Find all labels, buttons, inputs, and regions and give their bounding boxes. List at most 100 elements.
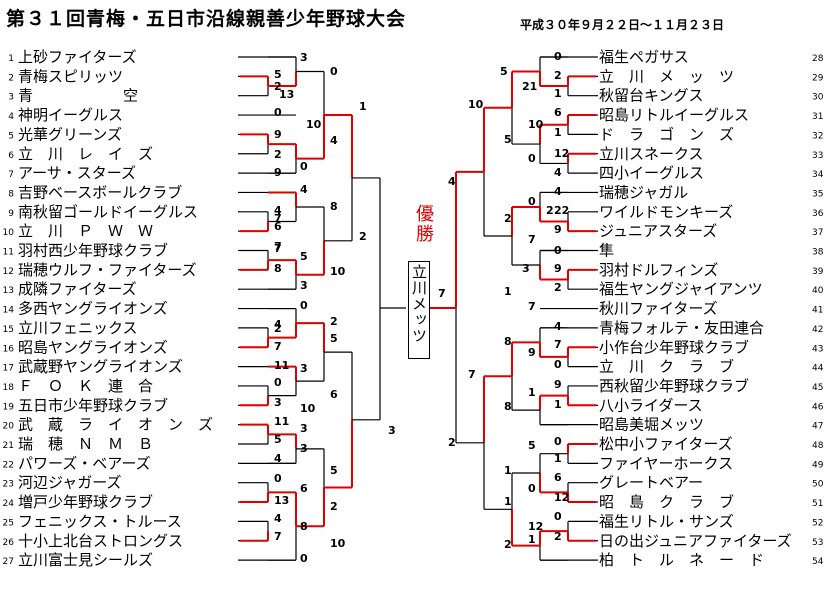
team-number: 19 bbox=[3, 402, 15, 412]
score-label: 0 bbox=[274, 106, 282, 119]
score-label: 10 bbox=[300, 402, 316, 415]
team-name: 立川スネークス bbox=[599, 145, 704, 163]
team-name: 昭島リトルイーグルス bbox=[599, 106, 749, 124]
team-name: グレートベアー bbox=[599, 474, 703, 492]
score-label: 2 bbox=[554, 281, 562, 294]
team-name: ジュニアスターズ bbox=[599, 222, 717, 240]
team-name: ワイルドモンキーズ bbox=[599, 203, 733, 221]
team-name: 立川富士見シールズ bbox=[18, 551, 153, 569]
team-name: 西秋留少年野球クラブ bbox=[599, 377, 749, 395]
score-label: 8 bbox=[504, 400, 512, 413]
team-number: 54 bbox=[812, 557, 824, 567]
score-label: 9 bbox=[274, 166, 282, 179]
team-number: 47 bbox=[812, 422, 823, 432]
score-label: 0 bbox=[554, 358, 562, 371]
team-number: 26 bbox=[3, 538, 15, 548]
team-name: 隼 bbox=[599, 242, 614, 260]
team-name: 立川フェニックス bbox=[18, 319, 138, 337]
score-label: 6 bbox=[554, 106, 562, 119]
team-name: 南秋留ゴールドイーグルス bbox=[18, 203, 198, 221]
team-name: 秋川ファイターズ bbox=[599, 300, 718, 318]
score-label: 1 bbox=[504, 495, 512, 508]
score-label: 9 bbox=[554, 378, 562, 391]
score-label: 5 bbox=[300, 250, 308, 263]
score-label: 9 bbox=[274, 128, 282, 141]
score-label: 2 bbox=[330, 500, 338, 513]
team-name: 成隣ファイターズ bbox=[18, 280, 137, 298]
team-name: 福生ペガサス bbox=[599, 48, 689, 66]
team-number: 12 bbox=[3, 267, 14, 277]
score-label: 4 bbox=[274, 204, 282, 217]
team-number: 40 bbox=[812, 286, 824, 296]
score-label: 4 bbox=[274, 452, 282, 465]
score-label: 2 bbox=[554, 530, 562, 543]
team-number: 14 bbox=[3, 306, 15, 316]
team-name: 武蔵野ヤングライオンズ bbox=[18, 358, 183, 376]
score-label: 11 bbox=[274, 415, 289, 428]
score-label: 2 bbox=[448, 436, 456, 449]
score-label: 3 bbox=[300, 362, 308, 375]
score-label: 4 bbox=[300, 183, 308, 196]
score-label: 9 bbox=[554, 223, 562, 236]
team-name: 羽村ドルフィンズ bbox=[599, 261, 718, 279]
score-label: 8 bbox=[504, 335, 512, 348]
score-label: 11 bbox=[274, 359, 289, 372]
team-name: ド ラ ゴ ン ズ bbox=[599, 125, 734, 143]
score-label: 2 bbox=[554, 69, 562, 82]
score-label: 7 bbox=[468, 368, 476, 381]
score-label: 2 bbox=[546, 204, 554, 217]
team-number: 8 bbox=[8, 189, 14, 199]
score-label: 10 bbox=[528, 118, 544, 131]
team-number: 21 bbox=[3, 441, 14, 451]
team-number: 31 bbox=[812, 112, 823, 122]
team-name: 日の出ジュニアファイターズ bbox=[599, 532, 792, 550]
team-number: 41 bbox=[812, 306, 823, 316]
team-number: 32 bbox=[812, 131, 823, 141]
champion-label: 優勝 bbox=[413, 204, 434, 244]
team-name: パワーズ・ベアーズ bbox=[18, 454, 151, 472]
team-number: 48 bbox=[812, 441, 824, 451]
winner-name: 立川メッツ bbox=[410, 264, 428, 344]
team-name: 光華グリーンズ bbox=[18, 125, 122, 143]
team-number: 36 bbox=[812, 209, 824, 219]
team-name: 立 川 メ ッ ツ bbox=[599, 67, 734, 85]
team-number: 35 bbox=[812, 189, 823, 199]
team-number: 23 bbox=[3, 480, 14, 490]
score-label: 12 bbox=[528, 520, 543, 533]
team-number: 44 bbox=[812, 364, 824, 374]
team-number: 24 bbox=[3, 499, 15, 509]
team-name: アーサ・スターズ bbox=[18, 164, 136, 182]
score-label: 1 bbox=[554, 126, 562, 139]
score-label: 2 bbox=[504, 538, 512, 551]
team-name: 福生リトル・サンズ bbox=[599, 512, 734, 530]
score-label: 4 bbox=[554, 166, 562, 179]
team-name: 立 川 Ｐ Ｗ Ｗ bbox=[18, 222, 153, 240]
score-label: 5 bbox=[330, 332, 338, 345]
team-name: 八小ライダース bbox=[599, 396, 703, 414]
score-label: 13 bbox=[274, 494, 289, 507]
team-name: 武 蔵 ラ イ オ ン ズ bbox=[18, 416, 213, 434]
team-name: 松中小ファイターズ bbox=[599, 435, 733, 453]
team-number: 33 bbox=[812, 151, 823, 161]
team-number: 43 bbox=[812, 344, 823, 354]
team-number: 27 bbox=[3, 557, 14, 567]
score-label: 0 bbox=[274, 376, 282, 389]
score-label: 7 bbox=[528, 300, 536, 313]
team-number: 15 bbox=[3, 325, 14, 335]
score-label: 21 bbox=[522, 80, 537, 93]
team-number: 42 bbox=[812, 325, 823, 335]
score-label: 2 bbox=[274, 80, 282, 93]
team-name: 青梅スピリッツ bbox=[18, 67, 123, 85]
team-name: 青 空 bbox=[18, 87, 138, 105]
team-name: 昭 島 ク ラ ブ bbox=[599, 493, 734, 511]
score-label: 3 bbox=[300, 422, 308, 435]
score-label: 4 bbox=[554, 185, 562, 198]
team-name: 十小上北台ストロングス bbox=[18, 532, 183, 550]
score-label: 7 bbox=[274, 530, 282, 543]
team-name: 青梅フォルテ・友田連合 bbox=[599, 319, 764, 337]
score-label: 1 bbox=[528, 386, 536, 399]
team-number: 5 bbox=[8, 131, 14, 141]
score-label: 0 bbox=[274, 472, 282, 485]
score-label: 7 bbox=[274, 240, 282, 253]
score-label: 3 bbox=[388, 424, 396, 437]
